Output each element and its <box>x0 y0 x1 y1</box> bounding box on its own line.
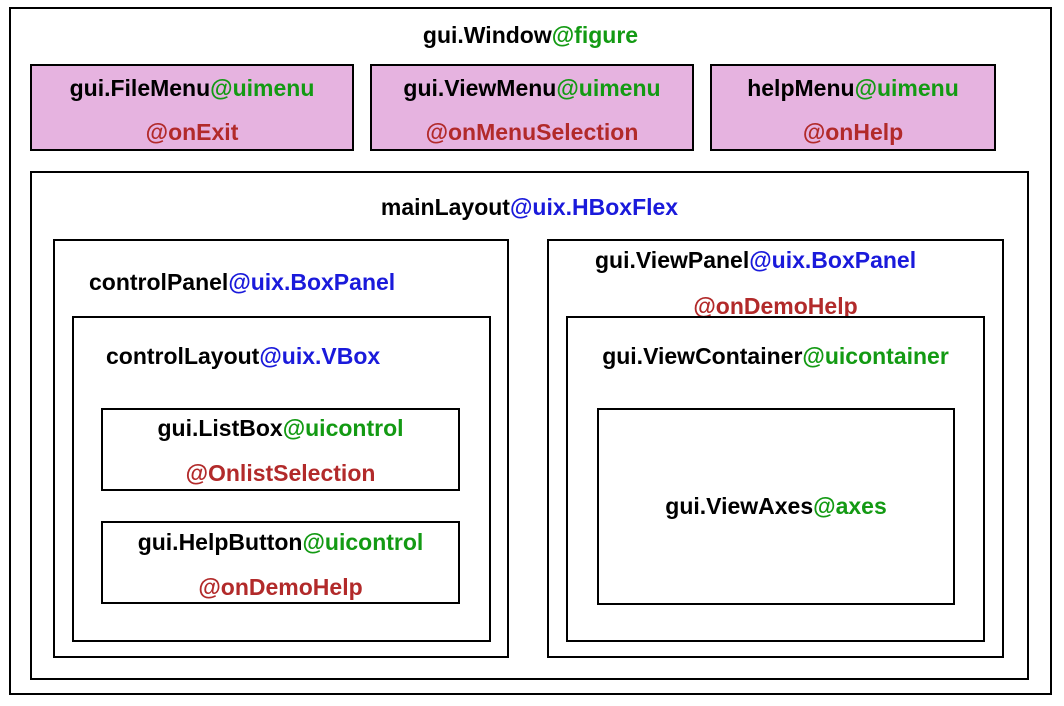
view-axes-box: gui.ViewAxes@axes <box>597 408 955 605</box>
help-button-name: gui.HelpButton <box>137 529 303 555</box>
main-layout-label: mainLayout@uix.HBoxFlex <box>32 194 1027 220</box>
main-layout-type: @uix.HBoxFlex <box>509 194 679 220</box>
control-panel-name: controlPanel <box>89 269 229 295</box>
list-box-name: gui.ListBox <box>157 415 283 441</box>
file-menu-type: @uimenu <box>210 75 315 101</box>
control-layout-label: controlLayout@uix.VBox <box>106 343 380 369</box>
view-container-type: @uicontainer <box>802 343 949 369</box>
file-menu-name: gui.FileMenu <box>69 75 211 101</box>
view-container-label: gui.ViewContainer@uicontainer <box>568 343 983 369</box>
view-menu-name: gui.ViewMenu <box>403 75 557 101</box>
view-menu-label: gui.ViewMenu@uimenu <box>372 75 692 101</box>
control-layout-type: @uix.VBox <box>259 343 381 369</box>
help-menu-callback: @onHelp <box>802 119 904 145</box>
help-button-box: gui.HelpButton@uicontrol @onDemoHelp <box>101 521 460 604</box>
view-axes-name: gui.ViewAxes <box>665 493 814 519</box>
help-menu-name: helpMenu <box>747 75 855 101</box>
view-panel-label: gui.ViewPanel@uix.BoxPanel <box>595 247 916 273</box>
view-menu-box: gui.ViewMenu@uimenu @onMenuSelection <box>370 64 694 151</box>
help-menu-label: helpMenu@uimenu <box>712 75 994 101</box>
view-menu-callback: @onMenuSelection <box>425 119 639 145</box>
control-panel-type: @uix.BoxPanel <box>228 269 396 295</box>
help-button-label: gui.HelpButton@uicontrol <box>103 529 458 555</box>
window-name: gui.Window <box>422 22 552 48</box>
file-menu-box: gui.FileMenu@uimenu @onExit <box>30 64 354 151</box>
file-menu-label: gui.FileMenu@uimenu <box>32 75 352 101</box>
window-type: @figure <box>551 22 639 48</box>
list-box-type: @uicontrol <box>282 415 404 441</box>
main-layout-name: mainLayout <box>380 194 510 220</box>
list-box-box: gui.ListBox@uicontrol @OnlistSelection <box>101 408 460 491</box>
help-menu-box: helpMenu@uimenu @onHelp <box>710 64 996 151</box>
view-axes-type: @axes <box>813 493 887 519</box>
help-button-callback: @onDemoHelp <box>198 574 363 600</box>
view-panel-callback: @onDemoHelp <box>693 293 858 319</box>
help-button-type: @uicontrol <box>302 529 424 555</box>
list-box-label: gui.ListBox@uicontrol <box>103 415 458 441</box>
control-layout-name: controlLayout <box>106 343 260 369</box>
list-box-callback: @OnlistSelection <box>185 460 376 486</box>
view-panel-type: @uix.BoxPanel <box>749 247 917 273</box>
file-menu-callback: @onExit <box>145 119 239 145</box>
help-menu-type: @uimenu <box>854 75 959 101</box>
window-label: gui.Window@figure <box>11 22 1050 48</box>
control-panel-label: controlPanel@uix.BoxPanel <box>89 269 395 295</box>
view-menu-type: @uimenu <box>556 75 661 101</box>
view-panel-name: gui.ViewPanel <box>595 247 750 273</box>
view-axes-label: gui.ViewAxes@axes <box>599 493 953 519</box>
view-container-name: gui.ViewContainer <box>602 343 803 369</box>
